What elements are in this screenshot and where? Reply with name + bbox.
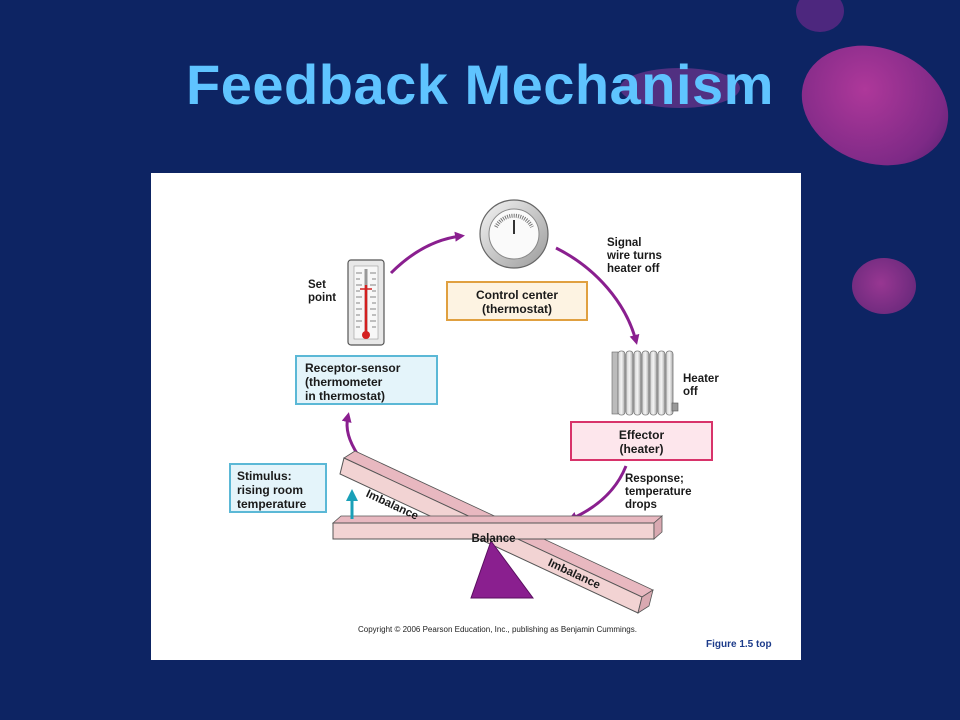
slide-title: Feedback Mechanism: [186, 53, 774, 116]
set-point-label: Set point: [308, 279, 337, 304]
control-center-box: Control center (thermostat): [446, 281, 588, 321]
thermostat-dial-icon: [479, 199, 549, 269]
balance-label: Balance: [471, 533, 516, 545]
decorative-blob-small: [852, 258, 916, 314]
thermometer-icon: [347, 259, 385, 346]
response-label: Response; temperature drops: [625, 473, 692, 511]
effector-box: Effector (heater): [570, 421, 713, 461]
signal-label: Signal wire turns heater off: [607, 237, 662, 275]
fulcrum-triangle: [470, 539, 534, 599]
receptor-sensor-box: Receptor-sensor (thermometer in thermost…: [295, 355, 438, 405]
heater-off-label: Heater off: [683, 373, 719, 398]
diagram-graphics: [331, 199, 679, 614]
decorative-blob-behind-title: [620, 68, 740, 108]
arrow-receptor-to-control: [389, 231, 465, 275]
arrow-control-to-effector: [555, 246, 640, 345]
figure-reference: Figure 1.5 top: [706, 639, 772, 650]
balance-level-beam: [331, 515, 664, 540]
arrow-effector-to-balance: [567, 465, 628, 522]
arrow-imbalance-to-receptor: [341, 412, 360, 456]
radiator-icon: [611, 350, 679, 416]
feedback-diagram-figure: Balance Imbalance Imbalance Set point Si…: [151, 173, 801, 660]
copyright-text: Copyright © 2006 Pearson Education, Inc.…: [358, 625, 637, 634]
decorative-blob-top: [796, 0, 844, 32]
stimulus-box: Stimulus: rising room temperature: [229, 463, 327, 513]
